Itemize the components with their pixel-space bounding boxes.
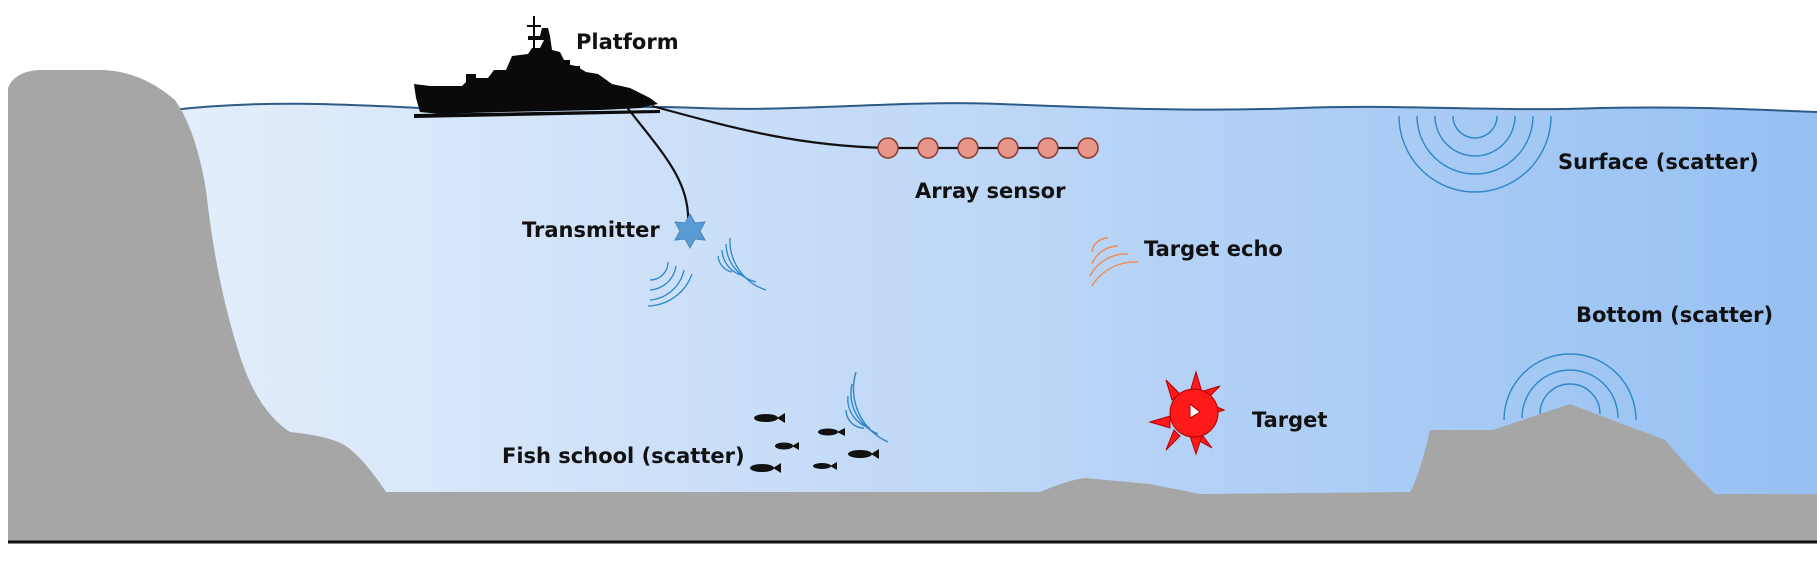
fish-icon	[754, 413, 785, 423]
transmitter-waves-left	[647, 261, 693, 307]
fish-icon	[750, 463, 781, 473]
spiked-mine-icon	[1148, 370, 1226, 456]
target-echo-label: Target echo	[1144, 237, 1283, 261]
fish-scatter-waves	[845, 371, 889, 443]
bottom-scatter-waves	[1503, 353, 1637, 421]
transmitter-label: Transmitter	[522, 218, 660, 242]
array-sensor-node	[877, 137, 899, 159]
fish-school	[750, 413, 879, 473]
seabed-terrain	[8, 70, 1817, 542]
array-sensor-node	[997, 137, 1019, 159]
fish-icon	[818, 428, 845, 436]
array-sensor-node	[957, 137, 979, 159]
array-sensor-node	[1077, 137, 1099, 159]
fish-icon	[775, 442, 799, 450]
transmitter-cable	[625, 105, 690, 223]
target-echo-waves	[1089, 237, 1139, 287]
array-cable	[651, 104, 1090, 150]
water-body	[170, 103, 1817, 500]
array-sensor-nodes	[877, 137, 1099, 159]
platform-label: Platform	[576, 30, 679, 54]
array-sensor-node	[917, 137, 939, 159]
transmitter-waves-right	[717, 237, 767, 291]
target-label: Target	[1252, 408, 1328, 432]
bottom-scatter-label: Bottom (scatter)	[1576, 303, 1774, 327]
array-sensor-node	[1037, 137, 1059, 159]
array-sensor-label: Array sensor	[915, 179, 1066, 203]
surface-scatter-label: Surface (scatter)	[1558, 150, 1759, 174]
warship-silhouette-icon	[414, 16, 660, 118]
star-transmitter-icon	[674, 212, 706, 250]
fish-school-label: Fish school (scatter)	[502, 444, 745, 468]
surface-scatter-waves	[1398, 115, 1552, 193]
fish-icon	[813, 462, 837, 470]
fish-icon	[848, 449, 879, 459]
